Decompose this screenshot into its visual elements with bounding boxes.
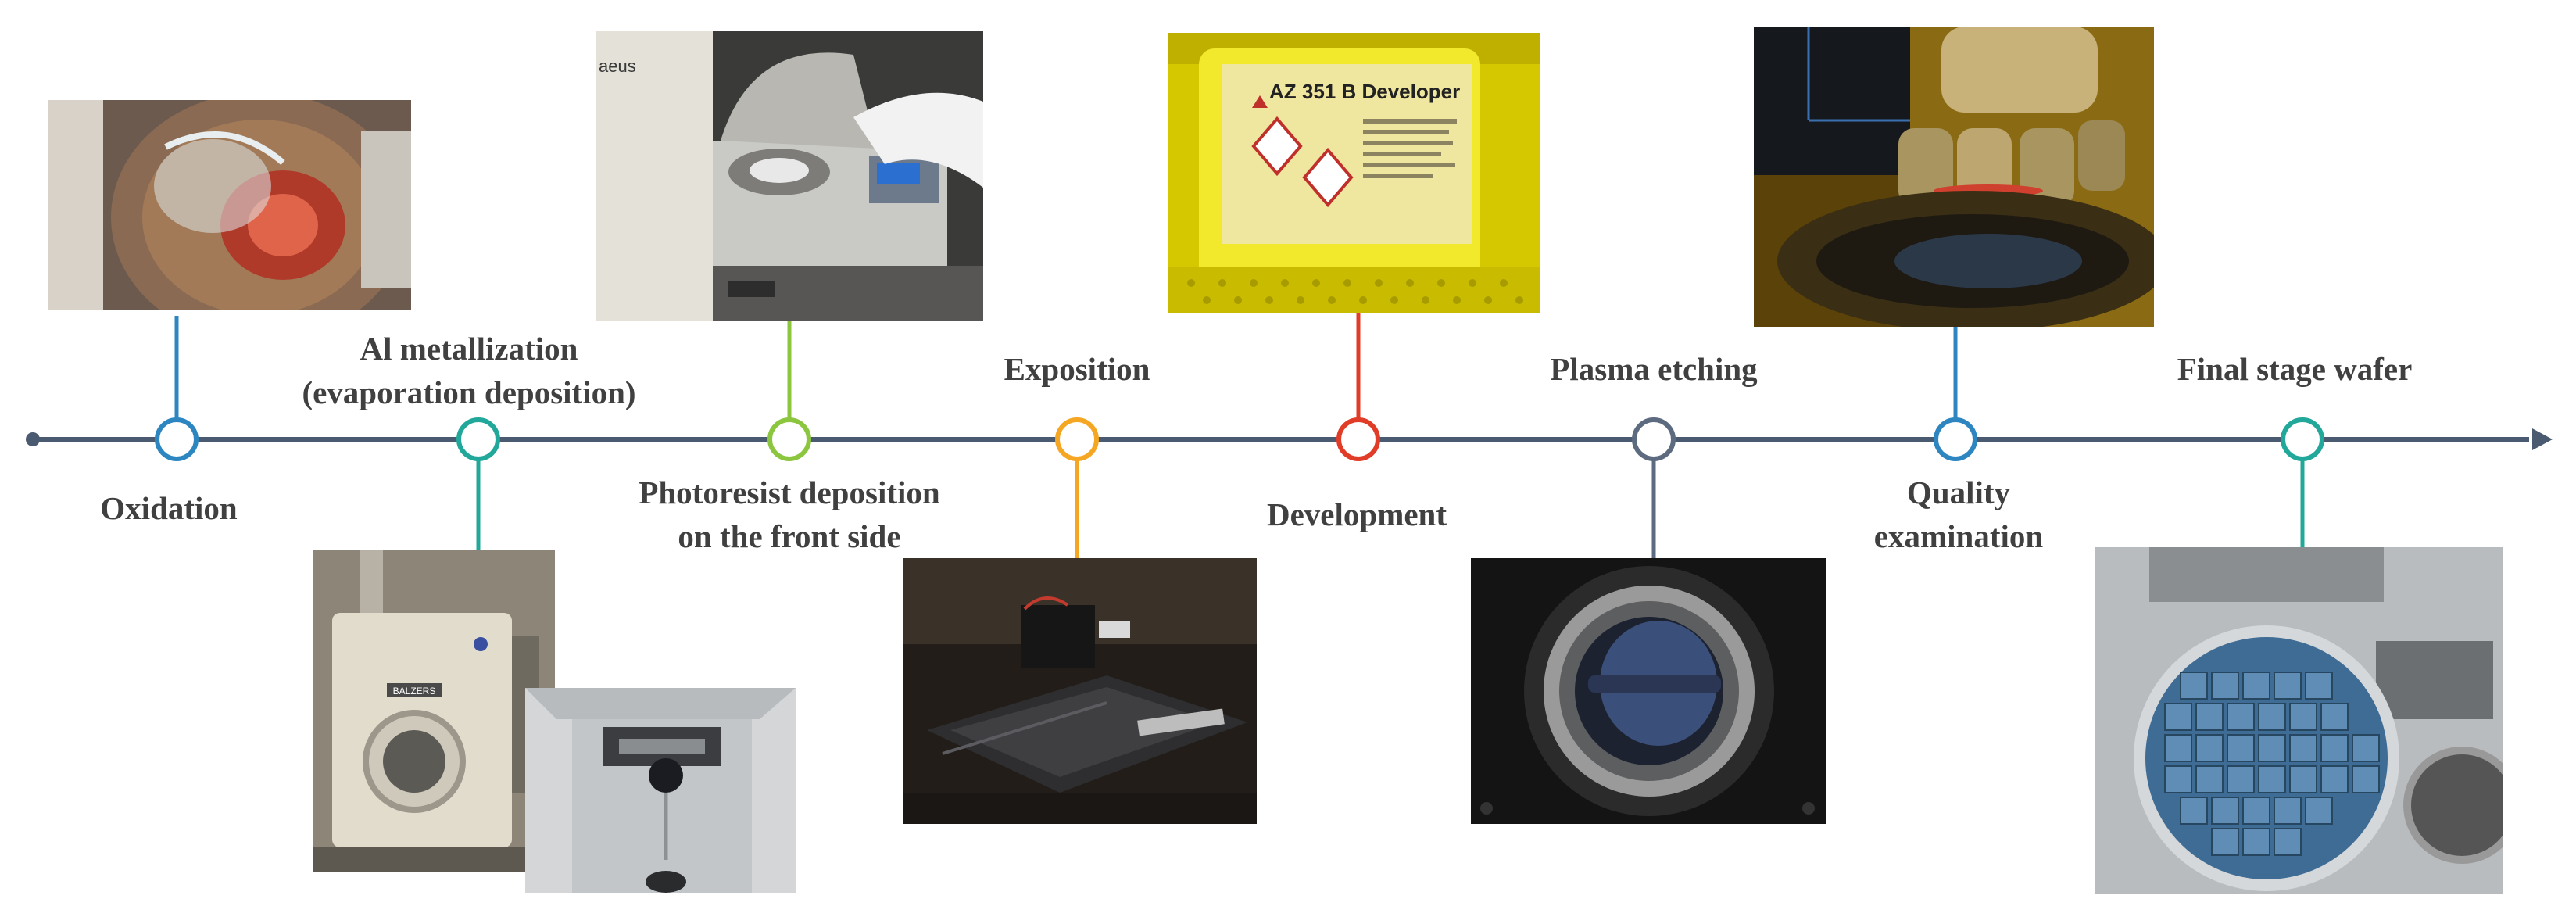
step-label-development: Development: [1266, 496, 1447, 532]
timeline-node-step-1: [155, 417, 199, 461]
furnace-boat-photo: [48, 100, 411, 310]
laser-writer-stage-photo: [903, 558, 1257, 824]
evaporator-interior-photo: [525, 688, 796, 893]
timeline-node-step-6: [1632, 417, 1676, 461]
developer-bottle-label-text: AZ 351 B Developer: [1269, 80, 1460, 103]
step-label-exposition: Exposition: [1004, 351, 1150, 387]
timeline-node-step-8: [2281, 417, 2324, 461]
timeline-node-step-2: [456, 417, 500, 461]
step-label-al-metallization: Al metallization(evaporation deposition): [302, 331, 636, 410]
step-label-oxidation: Oxidation: [100, 490, 238, 526]
step-label-final-stage-wafer: Final stage wafer: [2177, 351, 2413, 387]
timeline-node-step-4: [1055, 417, 1099, 461]
timeline-arrowhead: [2532, 428, 2553, 450]
microscope-photo: [1754, 27, 2154, 327]
step-label-plasma-etching: Plasma etching: [1550, 351, 1758, 387]
coater-brand-text: aeus: [599, 56, 636, 76]
developer-bottle-photo: AZ 351 B Developer: [1168, 33, 1540, 313]
plasma-chamber-window-photo: [1471, 558, 1826, 824]
evaporator-chamber-photo: BALZERS: [313, 550, 555, 872]
timeline-nodes: [155, 417, 2324, 461]
timeline-node-step-5: [1336, 417, 1380, 461]
evaporator-brand-text: BALZERS: [393, 686, 436, 697]
timeline-node-step-7: [1934, 417, 1977, 461]
patterned-wafer-photo: [2095, 547, 2503, 894]
spin-coater-photo: aeus: [596, 31, 983, 321]
connectors: [174, 313, 2305, 558]
timeline-node-step-3: [767, 417, 811, 461]
